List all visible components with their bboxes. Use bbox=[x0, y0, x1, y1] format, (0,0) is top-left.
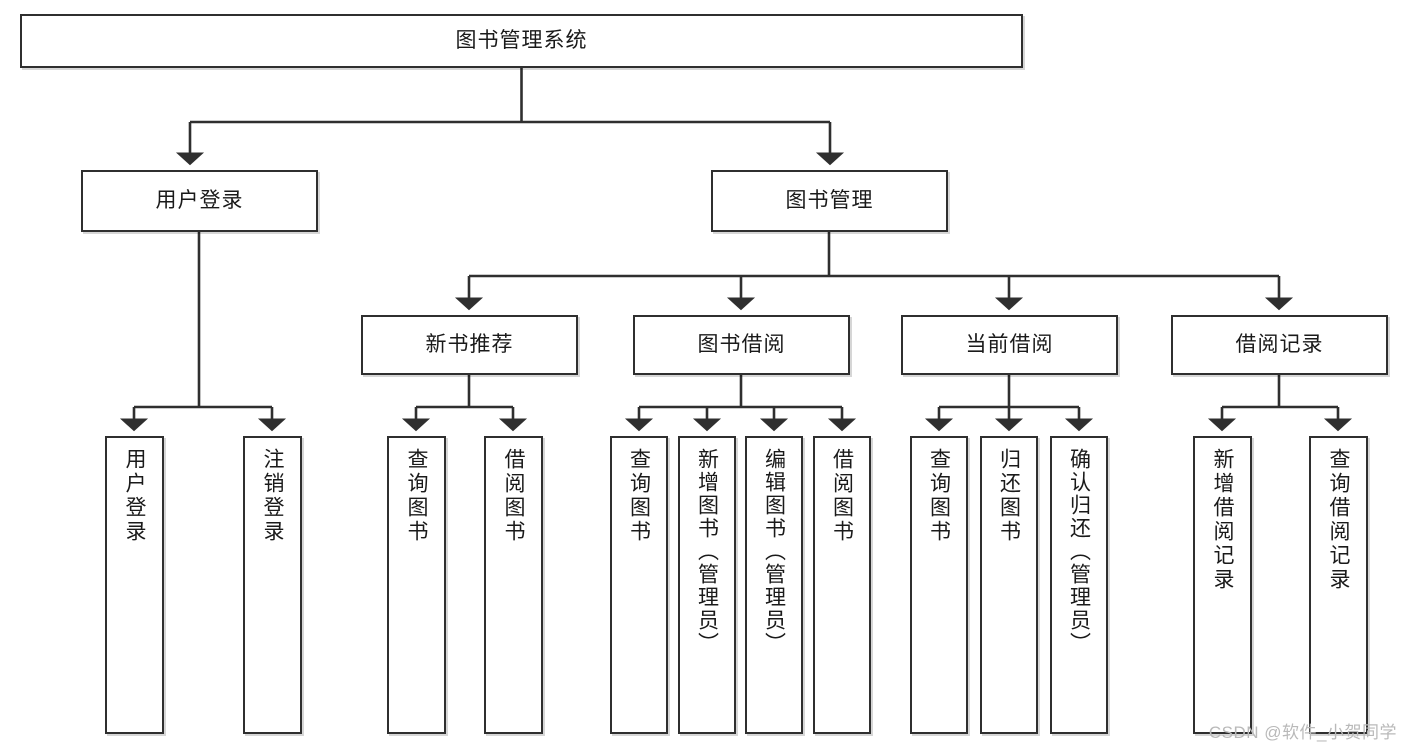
node-leaf-return-book[interactable]: 归还图书 bbox=[980, 436, 1038, 734]
node-current-borrow-label: 当前借阅 bbox=[965, 332, 1054, 356]
node-new-book-recommend-label: 新书推荐 bbox=[425, 332, 514, 356]
node-user-login-label: 用户登录 bbox=[155, 188, 244, 212]
node-leaf-user-logout-label: 注销登录 bbox=[261, 448, 284, 544]
node-leaf-user-login[interactable]: 用户登录 bbox=[105, 436, 164, 734]
node-leaf-user-login-label: 用户登录 bbox=[123, 448, 146, 544]
node-leaf-confirm-return[interactable]: 确认归还（管理员） bbox=[1050, 436, 1108, 734]
watermark-text: CSDN @软件_小贺同学 bbox=[1208, 723, 1397, 742]
node-leaf-edit-book[interactable]: 编辑图书（管理员） bbox=[745, 436, 803, 734]
node-root-label: 图书管理系统 bbox=[455, 28, 588, 52]
node-current-borrow[interactable]: 当前借阅 bbox=[901, 315, 1118, 375]
node-leaf-add-book[interactable]: 新增图书（管理员） bbox=[678, 436, 736, 734]
node-borrow-record-label: 借阅记录 bbox=[1235, 332, 1324, 356]
node-leaf-query-book-borrow-label: 查询图书 bbox=[627, 448, 651, 544]
node-borrow-record[interactable]: 借阅记录 bbox=[1171, 315, 1388, 375]
node-leaf-borrow-book-rec[interactable]: 借阅图书 bbox=[484, 436, 543, 734]
node-leaf-return-book-label: 归还图书 bbox=[997, 448, 1021, 544]
node-book-borrow-label: 图书借阅 bbox=[697, 332, 786, 356]
node-leaf-add-record-label: 新增借阅记录 bbox=[1211, 448, 1234, 592]
node-leaf-query-record[interactable]: 查询借阅记录 bbox=[1309, 436, 1368, 734]
node-user-login[interactable]: 用户登录 bbox=[81, 170, 318, 232]
node-leaf-borrow-book-label: 借阅图书 bbox=[830, 448, 854, 544]
node-book-borrow[interactable]: 图书借阅 bbox=[633, 315, 850, 375]
node-leaf-confirm-return-label: 确认归还（管理员） bbox=[1067, 448, 1091, 655]
node-leaf-borrow-book[interactable]: 借阅图书 bbox=[813, 436, 871, 734]
node-leaf-query-book-rec-label: 查询图书 bbox=[405, 448, 428, 544]
node-root[interactable]: 图书管理系统 bbox=[20, 14, 1023, 68]
node-new-book-recommend[interactable]: 新书推荐 bbox=[361, 315, 578, 375]
node-leaf-query-record-label: 查询借阅记录 bbox=[1327, 448, 1350, 592]
node-leaf-query-book-current[interactable]: 查询图书 bbox=[910, 436, 968, 734]
node-leaf-borrow-book-rec-label: 借阅图书 bbox=[502, 448, 525, 544]
node-book-manage-label: 图书管理 bbox=[785, 188, 874, 212]
node-leaf-add-book-label: 新增图书（管理员） bbox=[695, 448, 719, 655]
node-leaf-query-book-borrow[interactable]: 查询图书 bbox=[610, 436, 668, 734]
node-leaf-query-book-current-label: 查询图书 bbox=[927, 448, 951, 544]
node-leaf-add-record[interactable]: 新增借阅记录 bbox=[1193, 436, 1252, 734]
node-book-manage[interactable]: 图书管理 bbox=[711, 170, 948, 232]
node-leaf-query-book-rec[interactable]: 查询图书 bbox=[387, 436, 446, 734]
node-leaf-user-logout[interactable]: 注销登录 bbox=[243, 436, 302, 734]
node-leaf-edit-book-label: 编辑图书（管理员） bbox=[762, 448, 786, 655]
